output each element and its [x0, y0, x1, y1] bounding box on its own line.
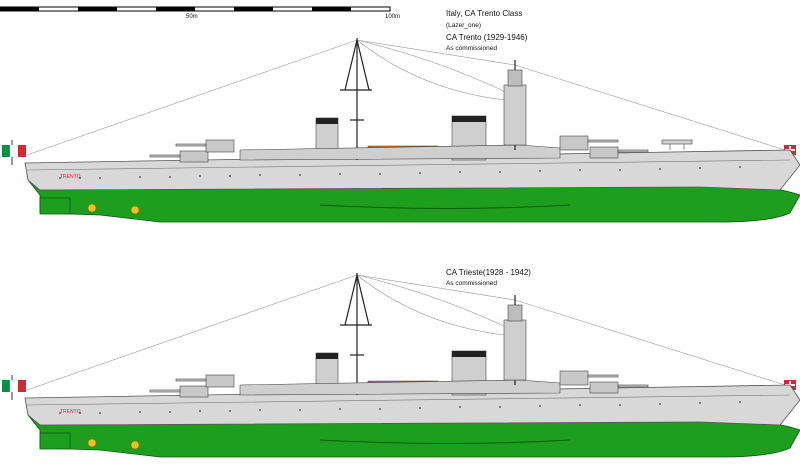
fore-turrets: [559, 135, 649, 159]
ship1-name: CA Trento (1929-1946): [446, 33, 528, 42]
stern-flag-italy: [2, 140, 26, 165]
ship-profile-trieste: TRENTO: [2, 273, 800, 458]
scale-label-50m: 50m: [186, 14, 198, 20]
stern-flag-italy: [2, 375, 26, 400]
hull-above-water: [24, 149, 800, 191]
propellers: [87, 438, 140, 450]
scale-label-100m: 100m: [385, 14, 400, 20]
hull-name-label: TRENTO: [60, 174, 81, 180]
superstructure: [239, 379, 561, 396]
rudder: [39, 197, 71, 215]
rigging-lines: [26, 39, 786, 156]
ship-profile-trento: TRENTO: [2, 38, 800, 223]
seaplane: [661, 139, 693, 150]
hull-above-water: [24, 384, 800, 426]
scale-bar: 50m 100m: [0, 6, 400, 20]
class-title: Italy, CA Trento Class: [446, 9, 522, 18]
ship2-status: As commissioned: [446, 280, 497, 287]
propellers: [87, 203, 140, 215]
fore-turrets: [559, 370, 649, 394]
fore-tower: [503, 60, 527, 150]
rigging-lines: [26, 274, 786, 391]
ship1-status: As commissioned: [446, 45, 497, 52]
portholes-row: [59, 401, 741, 414]
main-mast: [340, 273, 372, 395]
main-mast: [340, 38, 372, 160]
fore-tower: [503, 295, 527, 385]
rudder: [39, 432, 71, 450]
hull-name-label: TRENTO: [60, 409, 81, 415]
author-credit: (Lazer_one): [446, 22, 481, 29]
aft-turrets: [149, 374, 235, 398]
portholes-row: [59, 166, 741, 179]
ship2-name: CA Trieste(1928 - 1942): [446, 268, 531, 277]
aft-turrets: [149, 139, 235, 163]
superstructure: [239, 144, 561, 161]
